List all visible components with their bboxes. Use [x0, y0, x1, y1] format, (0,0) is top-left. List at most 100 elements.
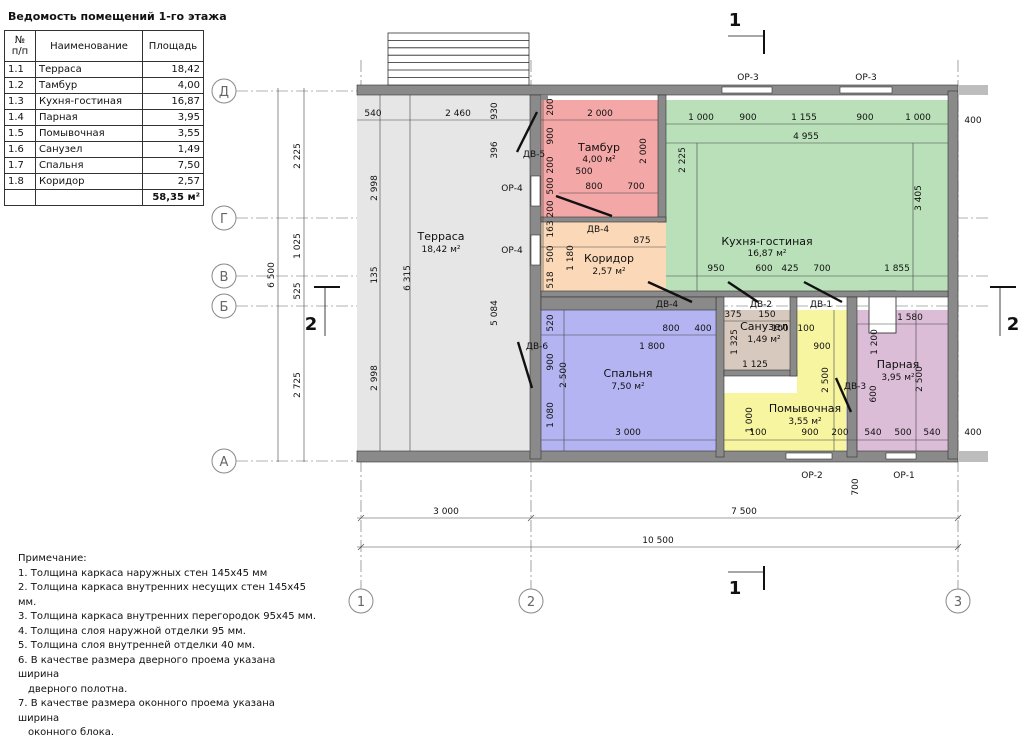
- dimension-text: 2 500: [559, 362, 569, 388]
- dimension-tick: [357, 543, 365, 551]
- opening-label: ДВ-4: [587, 225, 609, 235]
- dimension-text: 875: [633, 236, 650, 246]
- dimension-text: 200: [546, 98, 556, 115]
- dimension-text: 2 500: [915, 366, 925, 392]
- opening-label: ОР-4: [501, 246, 523, 256]
- dimension-text: 900: [546, 127, 556, 144]
- dimension-text: 1 025: [293, 233, 303, 259]
- schedule-title: Ведомость помещений 1-го этажа: [8, 10, 227, 23]
- dimension-text: 1 800: [639, 342, 665, 352]
- dimension-text: 6 500: [267, 262, 277, 288]
- dimension-text: 1 325: [730, 329, 740, 355]
- dimension-text: 1 080: [546, 402, 556, 428]
- dimension-text: 700: [851, 478, 861, 495]
- door-leaf: [803, 280, 843, 304]
- dimension-text: 540: [923, 428, 940, 438]
- dimension-text: 3 000: [433, 507, 459, 517]
- axis-label: В: [220, 270, 229, 285]
- room-area: 2,57 м²: [592, 267, 626, 277]
- dimension-text: 150: [758, 310, 775, 320]
- dimension-text: 10 500: [642, 536, 674, 546]
- dimension-tick: [954, 543, 962, 551]
- opening-label: ДВ-3: [844, 382, 866, 392]
- dimension-text: 525: [293, 282, 303, 299]
- dimension-text: 2 998: [370, 365, 380, 391]
- door-leaf: [727, 281, 759, 303]
- axis-bubble: [211, 448, 237, 474]
- dimension-text: 900: [546, 353, 556, 370]
- wall-axis-2: [529, 94, 542, 460]
- room-area: 3,95 м²: [881, 373, 915, 383]
- kitchen-living-floor: [666, 100, 952, 291]
- axis-label: 2: [527, 595, 535, 610]
- axis-label: Д: [219, 85, 229, 100]
- room-area: 3,55 м²: [788, 417, 822, 427]
- dimension-text: 540: [364, 109, 381, 119]
- room-name: Парная: [877, 358, 920, 371]
- dimension-text: 400: [694, 324, 711, 334]
- room-name: Санузел: [740, 320, 788, 333]
- window-opening: [530, 234, 541, 266]
- dimension-text: 2 998: [370, 175, 380, 201]
- dimension-text: 2 225: [678, 147, 688, 173]
- wall-inner: [541, 95, 548, 100]
- dimension-text: 2 460: [445, 109, 471, 119]
- dimension-text: 1 000: [745, 407, 755, 433]
- wall-bedroom-right: [715, 296, 725, 458]
- axis-label: 3: [954, 595, 962, 610]
- dimension-text: 1 155: [791, 113, 817, 123]
- wall-bath-right: [789, 296, 798, 377]
- dimension-text: 500: [546, 177, 556, 194]
- dimension-text: 7 500: [731, 507, 757, 517]
- wall-bottom: [356, 450, 959, 463]
- door-leaf: [647, 280, 693, 304]
- wall-ext-bottom-right: [958, 451, 988, 462]
- dimension-text: 900: [856, 113, 873, 123]
- axis-bubble: [518, 588, 544, 614]
- dimension-text: 1 580: [897, 313, 923, 323]
- opening-label: ДВ-1: [810, 300, 832, 310]
- axis-bubble: [348, 588, 374, 614]
- room-name: Терраса: [417, 230, 465, 243]
- dimension-text: 100: [771, 324, 788, 334]
- schedule-header-name: Наименование: [35, 30, 143, 62]
- axis-label: 1: [357, 595, 365, 610]
- axis-label: А: [220, 455, 229, 470]
- dimension-text: 100: [797, 324, 814, 334]
- window-opening: [885, 452, 917, 460]
- dimension-text: 163: [546, 220, 556, 237]
- axis-bubble: [211, 263, 237, 289]
- dimension-tick: [527, 514, 535, 522]
- dimension-text: 1 200: [870, 329, 880, 355]
- opening-label: ОР-3: [855, 73, 877, 83]
- dimension-text: 3 405: [914, 185, 924, 211]
- note-line: 2. Толщина каркаса внутренних несущих ст…: [18, 582, 306, 608]
- opening-label: ОР-3: [737, 73, 759, 83]
- axis-bubble: [945, 588, 971, 614]
- dimension-text: 200: [546, 200, 556, 217]
- opening-label: ДВ-4: [656, 300, 678, 310]
- dimension-text: 135: [370, 266, 380, 283]
- section-label: 2: [305, 314, 318, 335]
- dimension-text: 5 084: [490, 300, 500, 326]
- dimension-text: 800: [662, 324, 679, 334]
- room-area: 16,87 м²: [747, 249, 786, 259]
- window-opening: [785, 452, 833, 460]
- note-line: 6. В качестве размера дверного проема ук…: [18, 654, 276, 681]
- note-line: 3. Толщина каркаса внутренних перегородо…: [18, 611, 317, 622]
- window-opening: [530, 175, 541, 207]
- dimension-text: 1 000: [905, 113, 931, 123]
- note-line: 5. Толщина слоя внутренней отделки 40 мм…: [18, 640, 256, 651]
- wall-vestibule-bottom: [540, 216, 667, 223]
- opening-label: ДВ-5: [523, 150, 545, 160]
- room-area: 7,50 м²: [611, 382, 645, 392]
- corridor-floor: [541, 222, 666, 291]
- washroom-floor: [724, 393, 846, 451]
- door-leaf: [834, 377, 853, 413]
- room-area: 18,42 м²: [421, 245, 460, 255]
- opening-label: ОР-1: [893, 471, 915, 481]
- dimension-text: 400: [964, 116, 981, 126]
